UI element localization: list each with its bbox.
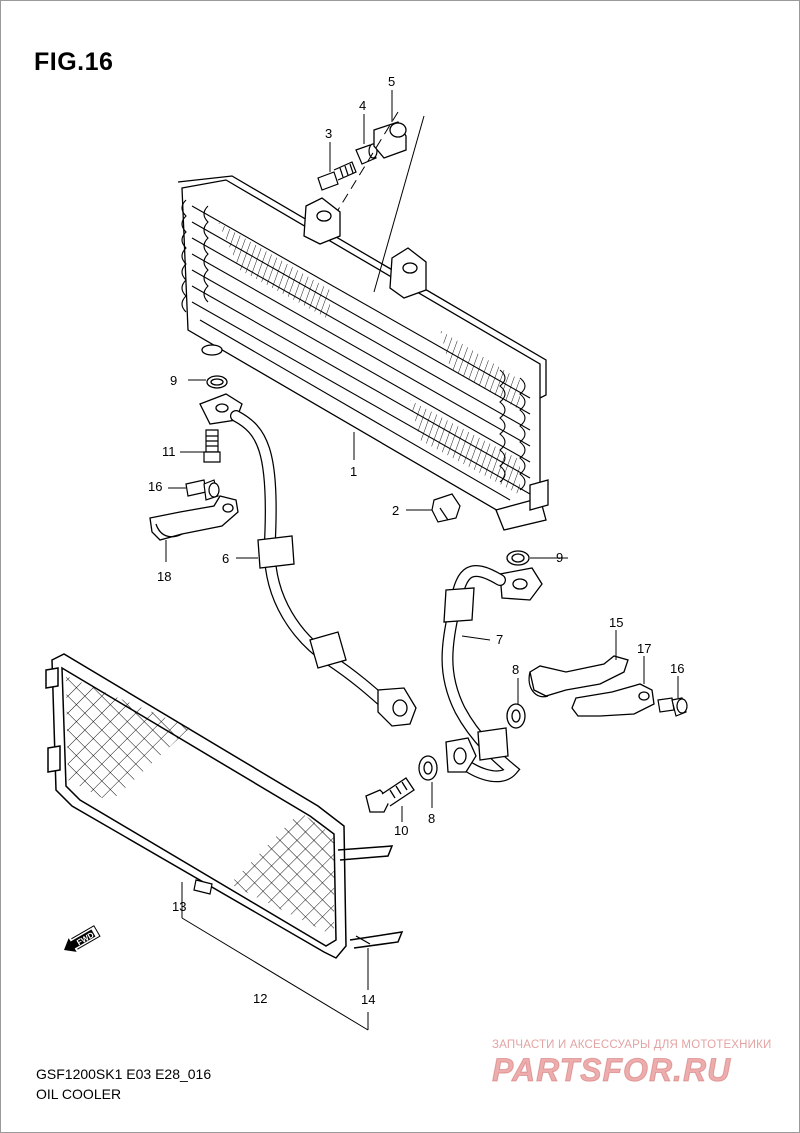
- part-10-union-bolt[interactable]: [365, 777, 415, 813]
- callout-2: 2: [392, 503, 399, 518]
- callout-4: 4: [359, 98, 366, 113]
- callout-9-lower: 9: [556, 550, 563, 565]
- leader-lines: [165, 90, 679, 1031]
- fwd-arrow-icon: FWD: [64, 925, 101, 952]
- assembly-guide-lines: [337, 111, 425, 293]
- callout-3: 3: [325, 126, 332, 141]
- part-4-collar[interactable]: [355, 143, 378, 165]
- callout-labels: 1 2 3 4 5 6 7 8 8 9 9 10 11 12 13 14 15 …: [148, 74, 684, 1007]
- part-12-oil-cooler-guard[interactable]: [45, 653, 404, 959]
- callout-16-lower: 16: [670, 661, 684, 676]
- part-3-bolt[interactable]: [317, 161, 357, 191]
- watermark-caption: ЗАПЧАСТИ И АКСЕССУАРЫ ДЛЯ МОТОТЕХНИКИ: [492, 1039, 772, 1051]
- callout-15: 15: [609, 615, 623, 630]
- part-16-bolt-upper[interactable]: [185, 479, 220, 501]
- part-1-oil-cooler[interactable]: [177, 175, 549, 531]
- callout-7: 7: [496, 632, 503, 647]
- part-8-washer-left[interactable]: [418, 755, 438, 781]
- part-5-cushion[interactable]: [373, 121, 407, 159]
- callout-18: 18: [157, 569, 171, 584]
- part-13-guard-clip[interactable]: [193, 879, 213, 895]
- part-14-guard-rod[interactable]: [355, 935, 371, 945]
- part-9-o-ring-lower[interactable]: [506, 550, 530, 566]
- callout-12: 12: [253, 991, 267, 1006]
- callout-14: 14: [361, 992, 375, 1007]
- callout-6: 6: [222, 551, 229, 566]
- callout-10: 10: [394, 823, 408, 838]
- part-2-clip[interactable]: [431, 493, 461, 523]
- part-9-o-ring-upper[interactable]: [206, 375, 228, 389]
- callout-1: 1: [350, 464, 357, 479]
- part-16-bolt-lower[interactable]: [657, 697, 688, 717]
- model-name: OIL COOLER: [36, 1086, 122, 1102]
- callout-5: 5: [388, 74, 395, 89]
- part-6-oil-hose-upper[interactable]: [199, 393, 417, 727]
- callout-17: 17: [637, 641, 651, 656]
- figure-title: FIG.16: [34, 48, 114, 76]
- callout-9-upper: 9: [170, 373, 177, 388]
- callout-8-right: 8: [512, 662, 519, 677]
- part-8-washer-right[interactable]: [506, 703, 526, 729]
- callout-11: 11: [162, 444, 176, 459]
- callout-13: 13: [172, 899, 186, 914]
- cooler-mounting-tab-right: [389, 247, 427, 299]
- callout-16-upper: 16: [148, 479, 162, 494]
- watermark-logo: PARTSFOR.RU: [492, 1052, 731, 1089]
- cooler-mounting-tab-left: [303, 197, 341, 245]
- part-11-bolt[interactable]: [203, 429, 221, 463]
- part-7-oil-hose-lower[interactable]: [441, 565, 543, 783]
- watermark-logo-text: PARTSFOR.RU: [492, 1052, 731, 1088]
- part-18-bracket[interactable]: [149, 495, 239, 541]
- model-code: GSF1200SK1 E03 E28_016: [36, 1066, 212, 1082]
- part-15-clamp[interactable]: [528, 655, 629, 698]
- callout-8-left: 8: [428, 811, 435, 826]
- part-17-bracket[interactable]: [571, 683, 655, 717]
